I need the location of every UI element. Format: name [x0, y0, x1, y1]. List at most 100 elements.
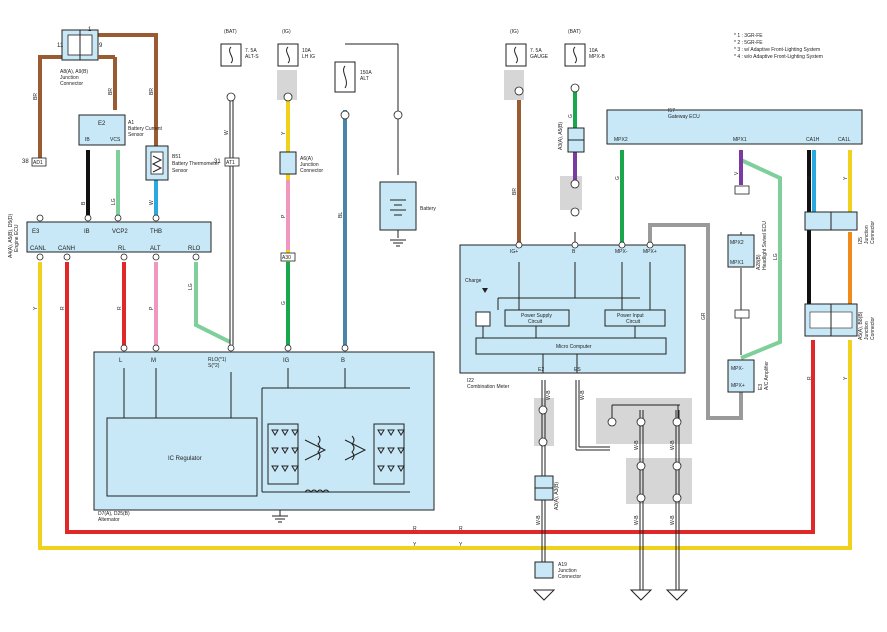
- connector-label: AD1: [33, 160, 43, 166]
- component-name: Engine ECU: [14, 224, 20, 252]
- pin-label: MPX-: [615, 249, 628, 255]
- pin-label: THB: [150, 229, 162, 235]
- inline-pins: [538, 405, 682, 503]
- svg-text:W: W: [224, 130, 230, 135]
- headlight-swivel-ecu: MPX2 MPX1 A28(B) Headlight Swivel ECU: [727, 221, 768, 270]
- svg-text:W: W: [807, 175, 813, 180]
- component-name: Connector: [300, 168, 323, 174]
- svg-text:BR: BR: [149, 88, 155, 95]
- component-name: Connector: [60, 81, 83, 87]
- pin-label: E2: [98, 121, 106, 127]
- fuse-rating: 7. 5A: [245, 48, 257, 54]
- ground-symbols: [532, 589, 689, 601]
- component-name: Junction: [300, 162, 319, 168]
- svg-text:P: P: [149, 306, 155, 310]
- svg-text:BR: BR: [33, 93, 39, 100]
- pin-label: VCP2: [112, 229, 128, 235]
- pin-label: CA1H: [806, 137, 820, 143]
- svg-text:R: R: [60, 306, 66, 310]
- svg-text:GR: GR: [701, 312, 707, 320]
- component-id: A3(A), A5(B): [558, 122, 564, 150]
- fuse-gauge: (IG) 7. 5A GAUGE: [505, 29, 549, 96]
- svg-text:Y: Y: [843, 376, 849, 380]
- component-name: Sensor: [172, 168, 188, 174]
- pin-label: L: [119, 358, 123, 364]
- component-id: A4(A), A5(B), D5(D): [8, 213, 14, 258]
- junction-connector-a6: A6(A) Junction Connector: [279, 151, 323, 175]
- pin-label: 31: [214, 159, 221, 165]
- component-id: A28(B): [756, 254, 762, 270]
- pin-label: RLO: [188, 246, 201, 252]
- wire-br: [98, 33, 158, 150]
- junction-connector-a5: A5(A), B8(B) Junction Connector: [804, 303, 876, 340]
- svg-text:Y: Y: [281, 131, 287, 135]
- fuse-name: ALT: [360, 76, 369, 82]
- pin-label: 1: [88, 27, 92, 33]
- pin-label: MPX-: [731, 366, 744, 372]
- pin-label: MPX1: [730, 260, 744, 266]
- svg-text:G: G: [568, 114, 574, 118]
- pin-label: IG: [283, 358, 290, 364]
- junction-connector-a19: A19 Junction Connector: [534, 561, 581, 580]
- pin-label: ALT: [150, 246, 161, 252]
- fuse-rating: 7. 5A: [530, 48, 542, 54]
- pin-label: S(*2): [208, 363, 220, 369]
- connector-ad1: AD1 38: [22, 157, 47, 167]
- shaded-region: [504, 70, 524, 100]
- pin-label: B: [341, 358, 345, 364]
- battery-thermometer-sensor: B51 Battery Thermometer Sensor: [145, 145, 219, 181]
- fuse-mpx-b: (BAT) 10A MPX-B: [564, 29, 606, 93]
- component-name: Battery: [420, 206, 436, 212]
- junction-connector-a8: 1 11 9 A8(A), A9(B) Junction Connector: [57, 27, 103, 87]
- fuse-alt: 150A ALT: [334, 61, 403, 120]
- component-name: A/C Amplifier: [764, 361, 770, 390]
- component-id: I25: [858, 237, 864, 244]
- component-name: Junction: [864, 321, 870, 340]
- component-name: Connector: [558, 574, 581, 580]
- svg-text:W-B: W-B: [580, 390, 586, 400]
- svg-text:G: G: [615, 176, 621, 180]
- svg-text:R: R: [459, 526, 463, 532]
- pin-label: E3: [32, 229, 40, 235]
- charge-label: Charge: [465, 278, 482, 284]
- alternator: L M RLO(*1) S(*2) IG B IC Regulator: [93, 344, 435, 523]
- fuse-name: MPX-B: [589, 54, 606, 60]
- wire-gr: [648, 223, 743, 420]
- component-id: A8(A), A9(B): [60, 69, 88, 75]
- pin-label: MPX2: [614, 137, 628, 143]
- svg-text:W-B: W-B: [634, 440, 640, 450]
- svg-text:R: R: [413, 526, 417, 532]
- note: * 1 : 3GR-FE: [734, 33, 763, 39]
- connector-label: AT1: [226, 160, 235, 166]
- component-name: Combination Meter: [467, 384, 510, 390]
- shaded-region: [626, 458, 692, 504]
- svg-text:W-B: W-B: [536, 515, 542, 525]
- svg-text:W-B: W-B: [670, 440, 676, 450]
- fuse-name: ALT-S: [245, 54, 259, 60]
- svg-text:W-B: W-B: [634, 515, 640, 525]
- pin-label: RL: [118, 246, 126, 252]
- alternator-pins: [120, 344, 349, 352]
- pin-label: MPX1: [733, 137, 747, 143]
- pin-label: MPX+: [731, 383, 745, 389]
- svg-text:W-B: W-B: [670, 515, 676, 525]
- connector-label: A30: [282, 255, 291, 261]
- note: * 3 : w/ Adaptive Front-Lighting System: [734, 47, 820, 53]
- pin-label: CA1L: [838, 137, 851, 143]
- pin-label: 9: [99, 43, 103, 49]
- svg-text:LG: LG: [111, 198, 117, 205]
- component-name: Junction: [864, 225, 870, 244]
- component-id: B51: [172, 154, 181, 160]
- pin-label: CANH: [58, 246, 75, 252]
- pin-label: IG+: [510, 249, 518, 255]
- svg-text:W-B: W-B: [546, 390, 552, 400]
- component-id: A6(A): [300, 156, 313, 162]
- junction-connector-a2: A2(A), A3(B): [534, 475, 560, 510]
- shaded-region: [560, 176, 582, 210]
- component-name: Connector: [870, 317, 876, 340]
- pin-label: 11: [57, 43, 64, 49]
- component-name: Battery Thermometer: [172, 161, 219, 167]
- fuse-name: GAUGE: [530, 54, 549, 60]
